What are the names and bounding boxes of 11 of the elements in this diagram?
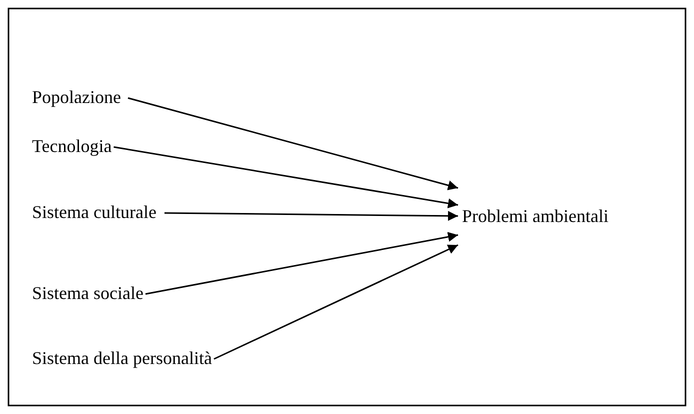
concept-label: Popolazione (32, 86, 121, 108)
concept-label: Sistema sociale (32, 282, 144, 304)
arrow (164, 210, 458, 221)
arrow (128, 97, 458, 190)
arrow (214, 244, 458, 360)
arrow (114, 146, 458, 208)
concept-label: Sistema culturale (32, 201, 156, 223)
concept-label: Tecnologia (32, 135, 112, 157)
concept-label: Problemi ambientali (458, 183, 682, 249)
concept-label: Sistema della personalità (32, 347, 212, 369)
arrow (145, 232, 458, 295)
